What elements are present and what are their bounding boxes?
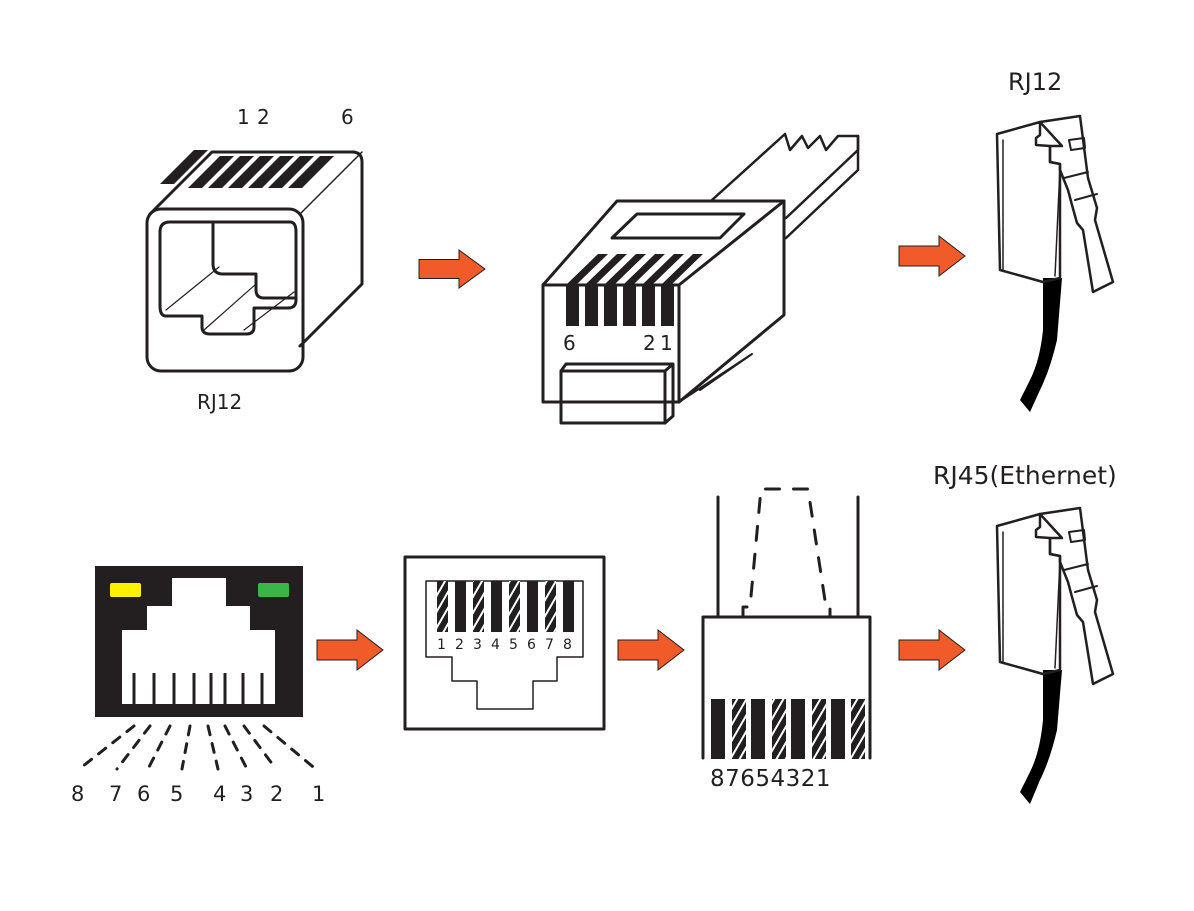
port-pin-label: 8 xyxy=(71,782,84,806)
rj45-jack-front: 1 2 3 4 5 6 7 8 xyxy=(403,555,606,731)
rj45-cable-plug xyxy=(995,506,1115,804)
port-pin-label: 5 xyxy=(170,782,183,806)
right-arrow-icon xyxy=(898,235,966,277)
port-pin-label: 3 xyxy=(240,782,253,806)
port-contacts xyxy=(132,673,264,704)
jack-pin-label-1: 1 xyxy=(237,105,250,129)
right-arrow-icon xyxy=(617,629,685,671)
rj12-jack: 1 2 6 RJ12 xyxy=(145,105,364,414)
jack-front-pin-label: 8 xyxy=(563,637,572,653)
plug-pin-label-1: 1 xyxy=(660,331,673,355)
jack-front-pin-label: 3 xyxy=(473,637,482,653)
jack-front-pin-labels: 1 2 3 4 5 6 7 8 xyxy=(437,637,572,653)
plug-pin-label-2: 2 xyxy=(643,331,656,355)
jack-front-pin-label: 4 xyxy=(491,637,500,653)
plug-pin-labels: 87654321 xyxy=(710,766,831,792)
jack-front-pin-label: 6 xyxy=(527,637,536,653)
rj45-plug: 87654321 xyxy=(701,487,872,792)
rj12-cable-plug xyxy=(995,114,1115,412)
led-green xyxy=(258,583,289,597)
right-arrow-icon xyxy=(898,629,966,671)
rj45-port: 8 7 6 5 4 3 2 1 xyxy=(71,566,325,806)
port-pin-label: 7 xyxy=(109,782,122,806)
jack-front-contacts xyxy=(437,581,574,632)
jack-front-pin-label: 2 xyxy=(455,637,464,653)
jack-front-pin-label: 7 xyxy=(545,637,554,653)
right-arrow-icon xyxy=(418,249,486,289)
jack-pins xyxy=(160,150,334,188)
port-pin-label: 2 xyxy=(270,782,283,806)
led-yellow xyxy=(110,583,141,597)
port-pin-labels: 8 7 6 5 4 3 2 1 xyxy=(71,782,325,806)
jack-pin-label-6: 6 xyxy=(341,105,354,129)
right-arrow-icon xyxy=(316,629,384,671)
rj12-cable-title: RJ12 xyxy=(1008,68,1062,96)
rj12-plug: 6 2 1 xyxy=(541,132,860,425)
jack-pin-label-2: 2 xyxy=(257,105,270,129)
port-dashed-leads xyxy=(76,724,320,773)
plug-front-pins xyxy=(566,286,674,326)
plug-top-stripes xyxy=(567,254,703,284)
plug-contacts xyxy=(711,699,865,759)
port-pin-label: 6 xyxy=(137,782,150,806)
rj45-cable-title: RJ45(Ethernet) xyxy=(933,461,1117,490)
port-pin-label: 4 xyxy=(213,782,226,806)
plug-pin-label-6: 6 xyxy=(563,331,576,355)
jack-front-pin-label: 5 xyxy=(509,637,518,653)
rj12-jack-label: RJ12 xyxy=(197,390,242,414)
port-pin-label: 1 xyxy=(312,782,325,806)
jack-front-pin-label: 1 xyxy=(437,637,446,653)
